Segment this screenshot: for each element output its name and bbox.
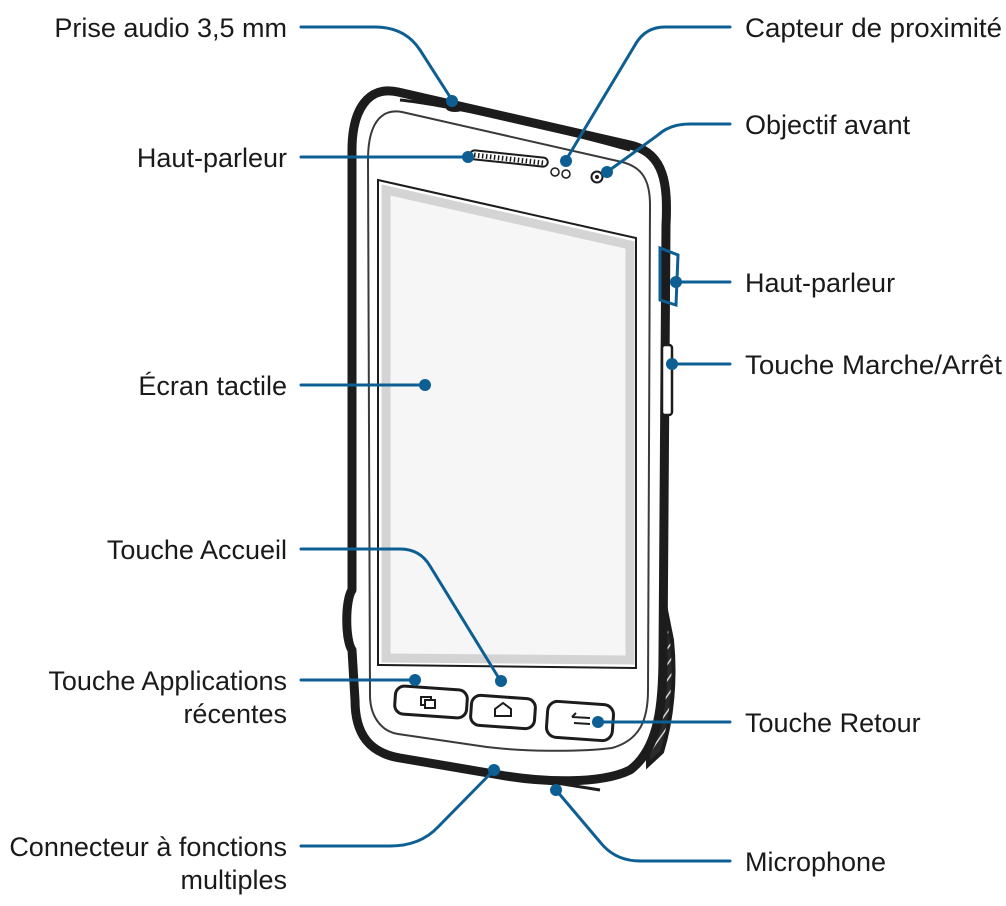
label-recent-apps-line2: récentes: [183, 699, 287, 729]
phone-illustration: [342, 86, 680, 792]
callout-proximity: [564, 25, 732, 162]
side-speaker-outline: [658, 245, 680, 308]
dot-home-key: [495, 675, 507, 687]
home-glyph: [494, 701, 512, 717]
screen-glass: [381, 184, 635, 665]
callout-multipurpose: [299, 768, 496, 848]
callout-dots: [409, 95, 682, 796]
callout-home-key: [299, 547, 502, 682]
label-home-key: Touche Accueil: [107, 535, 287, 565]
label-microphone: Microphone: [745, 847, 886, 877]
dot-power-key: [666, 358, 678, 370]
dot-touchscreen: [419, 379, 431, 391]
dot-speaker: [670, 276, 682, 288]
bottom-edge: [449, 764, 601, 792]
callout-front-camera: [605, 122, 732, 174]
back-glyph: [571, 712, 591, 725]
callout-microphone: [554, 788, 732, 863]
dot-front-camera: [601, 166, 613, 178]
label-earpiece: Haut-parleur: [137, 143, 287, 173]
power-key-body: [660, 343, 674, 417]
label-proximity: Capteur de proximité: [745, 13, 1002, 43]
right-labels: Capteur de proximité Objectif avant Haut…: [745, 13, 1003, 877]
label-back-key: Touche Retour: [745, 708, 921, 738]
dot-earpiece: [462, 151, 474, 163]
proximity-sensor-dot: [550, 167, 560, 177]
top-ridge: [399, 98, 631, 152]
label-speaker: Haut-parleur: [745, 268, 895, 298]
label-touchscreen: Écran tactile: [138, 371, 287, 401]
label-audio-jack: Prise audio 3,5 mm: [54, 13, 287, 43]
dot-audio-jack: [446, 95, 458, 107]
left-labels: Prise audio 3,5 mm Haut-parleur Écran ta…: [9, 13, 287, 895]
callout-audio-jack: [299, 25, 454, 102]
dot-recent-apps: [409, 674, 421, 686]
label-power-key: Touche Marche/Arrêt: [745, 350, 1003, 380]
recent-apps-key: [393, 684, 469, 720]
label-multipurpose-line1: Connecteur à fonctions: [9, 832, 287, 862]
label-multipurpose-line2: multiples: [180, 865, 287, 895]
dot-proximity: [560, 155, 572, 167]
dot-microphone: [550, 784, 562, 796]
dot-multipurpose: [488, 764, 500, 776]
label-recent-apps-line1: Touche Applications: [48, 666, 287, 696]
label-front-camera: Objectif avant: [745, 110, 911, 140]
front-camera-pupil: [595, 175, 599, 179]
dot-back-key: [592, 716, 604, 728]
home-key: [469, 693, 537, 731]
proximity-sensor-dot: [561, 169, 571, 179]
callout-lines: [299, 25, 732, 863]
back-key: [544, 699, 616, 743]
